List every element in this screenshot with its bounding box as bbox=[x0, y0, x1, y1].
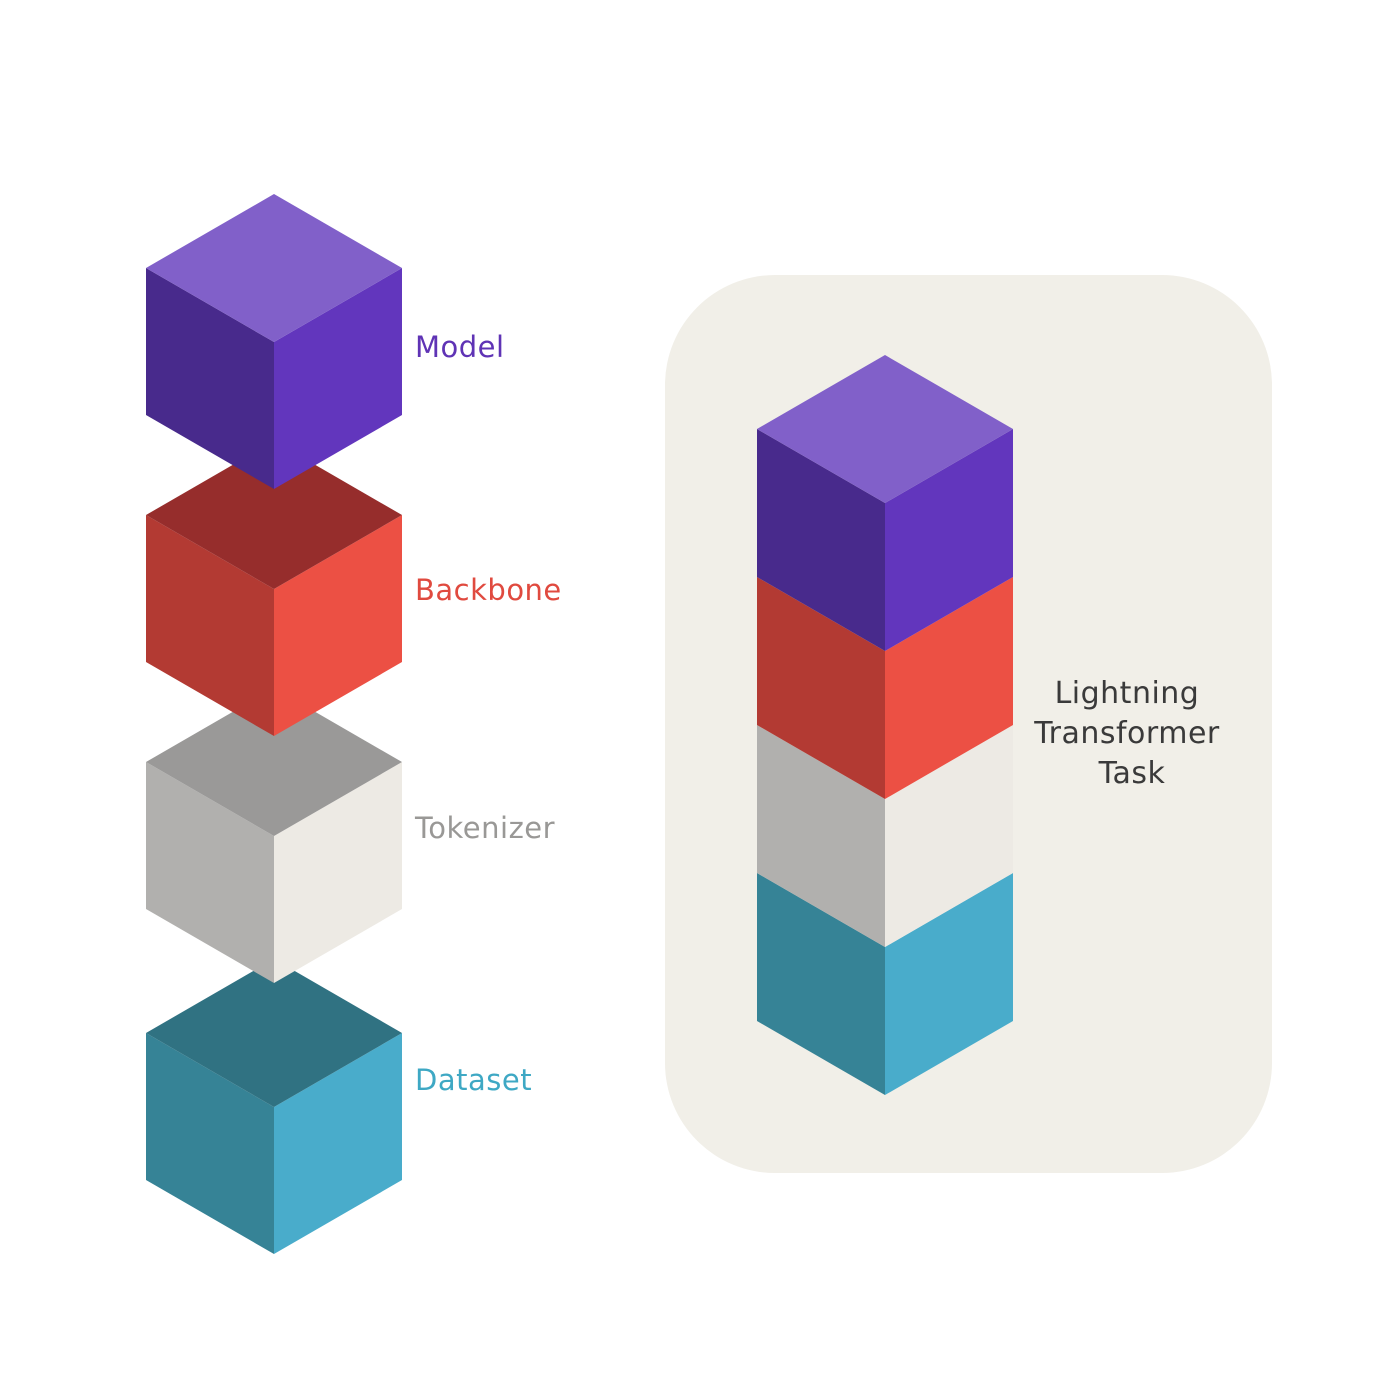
separate-blocks-group bbox=[146, 194, 402, 1254]
model-label: Model bbox=[415, 330, 505, 364]
separate-backbone-left-face bbox=[146, 515, 274, 736]
separate-model-left-face bbox=[146, 268, 274, 489]
stack-caption-line-3: Task bbox=[1098, 756, 1166, 791]
separate-model-top-face bbox=[146, 194, 402, 342]
dataset-label: Dataset bbox=[415, 1063, 532, 1097]
stack-caption-line-2: Transformer bbox=[1033, 716, 1220, 751]
separate-backbone-right-face bbox=[274, 515, 402, 736]
tokenizer-label: Tokenizer bbox=[414, 811, 555, 845]
separate-tokenizer-top-face bbox=[146, 688, 402, 836]
separate-model-cube bbox=[146, 194, 402, 489]
separate-model-right-face bbox=[274, 268, 402, 489]
separate-dataset-right-face bbox=[274, 1033, 402, 1254]
stacked-model-top-face bbox=[757, 355, 1013, 503]
backbone-label: Backbone bbox=[415, 573, 562, 607]
separate-tokenizer-cube bbox=[146, 688, 402, 983]
separate-dataset-left-face bbox=[146, 1033, 274, 1254]
stacked-model-segment bbox=[757, 355, 1013, 651]
separate-dataset-top-face bbox=[146, 959, 402, 1107]
stack-caption-line-1: Lightning bbox=[1055, 676, 1200, 711]
separate-backbone-top-face bbox=[146, 441, 402, 589]
separate-dataset-cube bbox=[146, 959, 402, 1254]
stacked-tower-group bbox=[757, 355, 1013, 1095]
separate-backbone-cube bbox=[146, 441, 402, 736]
separate-tokenizer-left-face bbox=[146, 762, 274, 983]
separate-tokenizer-right-face bbox=[274, 762, 402, 983]
stack-caption: Lightning Transformer Task bbox=[1033, 676, 1230, 791]
